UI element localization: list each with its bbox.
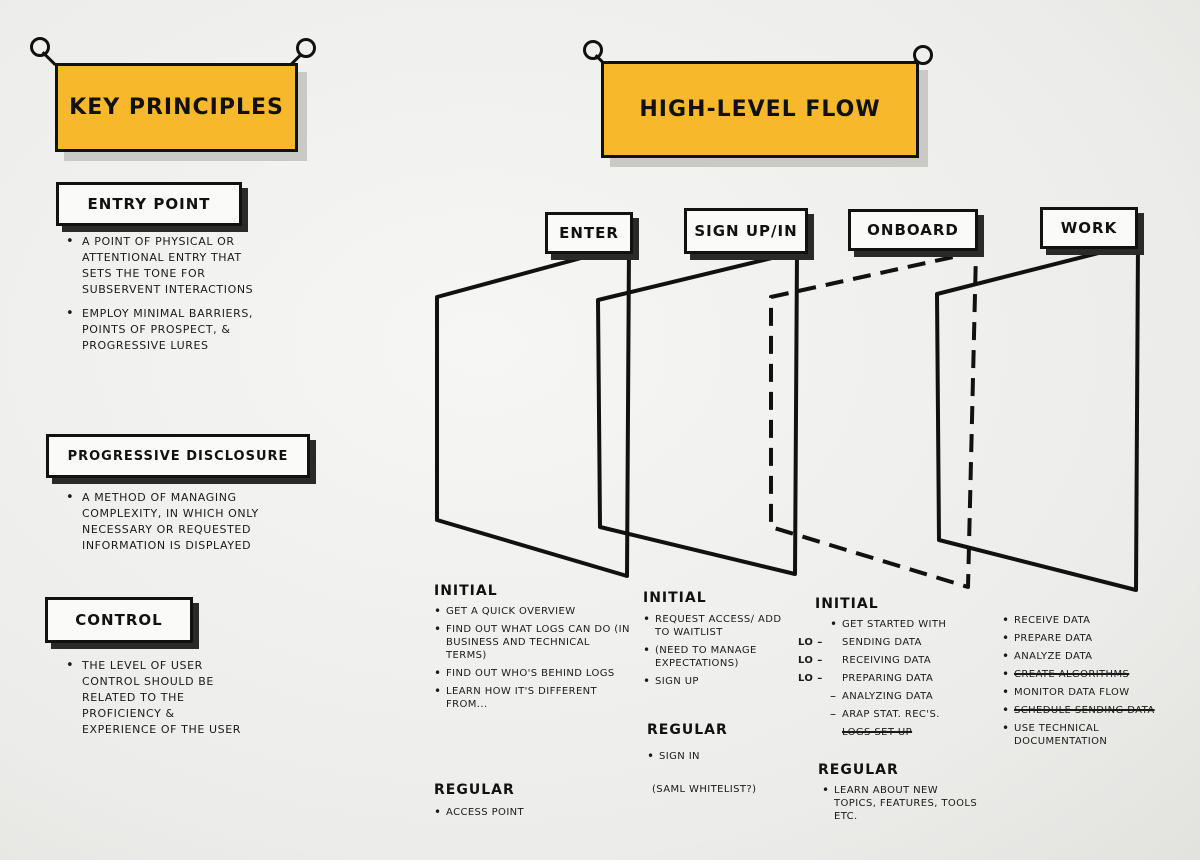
- stage-label-work: Work: [1040, 207, 1138, 249]
- list-item: Get started with: [828, 618, 988, 631]
- list-item: Sending data: [798, 636, 988, 649]
- onboard-panel: [769, 250, 978, 589]
- stage-label-enter: Enter: [545, 212, 633, 254]
- list-item: LOGs set up: [828, 726, 988, 739]
- list-item: Sign up: [641, 675, 791, 688]
- principle-heading-entry-point: Entry Point: [56, 182, 242, 226]
- onboard-initial-list: Get started with Sending data Receiving …: [798, 618, 988, 744]
- list-item: (Need to manage expectations): [641, 644, 791, 670]
- work-list: Receive data Prepare data Analyze data C…: [1000, 614, 1170, 753]
- onboard-regular-heading: Regular: [818, 762, 899, 778]
- list-item: Receiving data: [798, 654, 988, 667]
- list-item: Request access/ add to waitlist: [641, 613, 791, 639]
- list-item: Find out what LOGs can do (in business a…: [432, 623, 632, 662]
- list-item: ARAP stat. rec's.: [828, 708, 988, 721]
- principle-heading-progressive-disclosure: Progressive Disclosure: [46, 434, 310, 478]
- enter-regular-heading: Regular: [434, 782, 515, 798]
- pushpin-icon: [296, 38, 316, 58]
- list-item: Receive data: [1000, 614, 1170, 627]
- high-level-flow-sign: High-Level Flow: [601, 61, 919, 158]
- enter-panel: [435, 243, 631, 578]
- list-item: Schedule sending data: [1000, 704, 1170, 717]
- work-panel: [935, 241, 1140, 592]
- list-item: Prepare data: [1000, 632, 1170, 645]
- enter-initial-heading: Initial: [434, 583, 498, 599]
- list-item: A point of physical or attentional entry…: [62, 234, 262, 298]
- signup-panel: [596, 250, 799, 576]
- list-item: Analyze data: [1000, 650, 1170, 663]
- struck-text: Create algorithms: [1014, 669, 1130, 680]
- progressive-disclosure-notes: A method of managing complexity, in whic…: [62, 490, 312, 562]
- struck-text: LOGs set up: [842, 727, 913, 738]
- list-item: The level of user control should be rela…: [62, 658, 252, 738]
- signup-initial-list: Request access/ add to waitlist (Need to…: [641, 613, 791, 693]
- onboard-initial-heading: Initial: [815, 596, 879, 612]
- signup-regular-list: Sign in: [645, 750, 795, 768]
- list-item: Get a quick overview: [432, 605, 632, 618]
- key-principles-sign: Key Principles: [55, 63, 298, 152]
- list-item: A method of managing complexity, in whic…: [62, 490, 312, 554]
- list-item: Learn how it's different from...: [432, 685, 632, 711]
- list-item: Sign in: [645, 750, 795, 763]
- list-item: Employ minimal barriers, points of prosp…: [62, 306, 262, 354]
- list-item: Monitor data flow: [1000, 686, 1170, 699]
- list-item: Learn about new topics, features, tools …: [820, 784, 980, 823]
- list-item: Access point: [432, 806, 632, 819]
- list-item: Analyzing data: [828, 690, 988, 703]
- list-item: Preparing data: [798, 672, 988, 685]
- list-item: Use technical documentation: [1000, 722, 1170, 748]
- stage-label-onboard: Onboard: [848, 209, 978, 251]
- stage-label-signup: Sign up/in: [684, 208, 808, 254]
- struck-text: Schedule sending data: [1014, 705, 1155, 716]
- signup-initial-heading: Initial: [643, 590, 707, 606]
- list-item: Create algorithms: [1000, 668, 1170, 681]
- list-item: Find out who's behind LOGs: [432, 667, 632, 680]
- enter-regular-list: Access point: [432, 806, 632, 824]
- signup-note: (SAML whitelist?): [652, 784, 757, 795]
- entry-point-notes: A point of physical or attentional entry…: [62, 234, 262, 362]
- principle-heading-control: Control: [45, 597, 193, 643]
- signup-regular-heading: Regular: [647, 722, 728, 738]
- onboard-regular-list: Learn about new topics, features, tools …: [820, 784, 980, 828]
- control-notes: The level of user control should be rela…: [62, 658, 252, 746]
- enter-initial-list: Get a quick overview Find out what LOGs …: [432, 605, 632, 716]
- pushpin-icon: [913, 45, 933, 65]
